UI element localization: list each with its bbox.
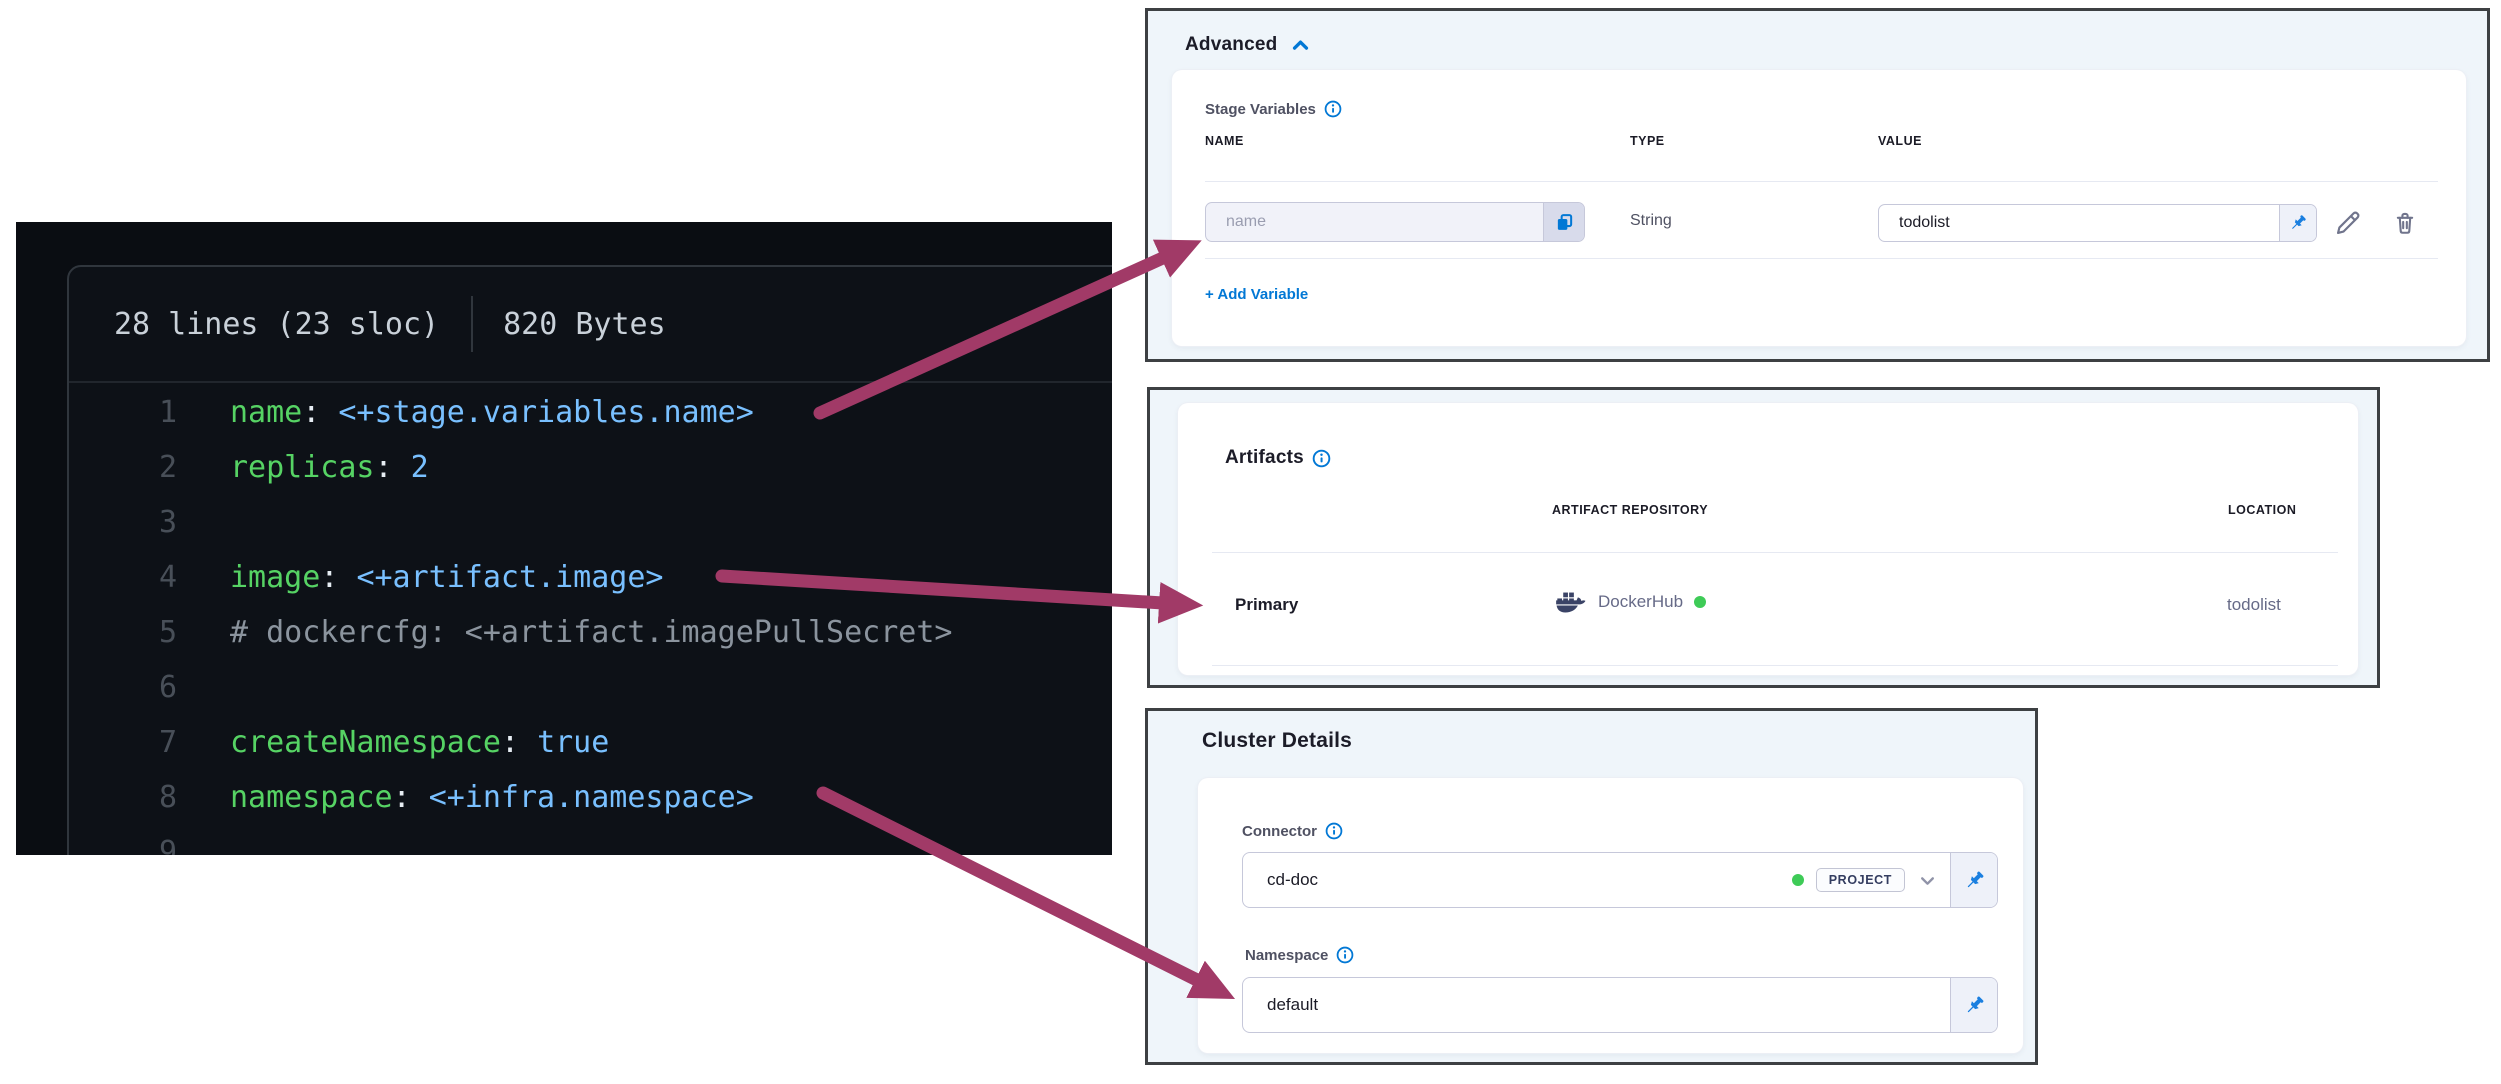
artifacts-title: Artifacts xyxy=(1225,447,1304,468)
stage-variable-value-input[interactable] xyxy=(1878,204,2317,242)
code-line: 8 namespace: <+infra.namespace> xyxy=(69,770,1112,825)
connector-label: Connector xyxy=(1242,822,1317,840)
info-icon[interactable] xyxy=(1312,449,1331,468)
delete-variable-button[interactable] xyxy=(2388,206,2422,240)
namespace-input[interactable] xyxy=(1242,977,1998,1033)
stage-variables-label: Stage Variables xyxy=(1205,100,1316,118)
code-line: 2 replicas: 2 xyxy=(69,440,1112,495)
info-icon[interactable] xyxy=(1324,100,1342,118)
cluster-details-title: Cluster Details xyxy=(1202,729,1353,752)
code-line: 7 createNamespace: true xyxy=(69,715,1112,770)
advanced-title: Advanced xyxy=(1185,34,1278,55)
chevron-down-icon[interactable] xyxy=(1919,872,1936,889)
code-text: name: <+stage.variables.name> xyxy=(230,395,754,430)
advanced-panel: Advanced Stage Variables NAME TYPE VALUE xyxy=(1145,8,2490,362)
artifacts-panel: Artifacts ARTIFACT REPOSITORY LOCATION P… xyxy=(1147,387,2380,688)
line-number: 8 xyxy=(158,780,177,815)
copy-icon[interactable] xyxy=(1543,203,1584,241)
code-line: 5 # dockercfg: <+artifact.imagePullSecret… xyxy=(69,605,1112,660)
cluster-details-panel: Cluster Details Connector PROJECT xyxy=(1145,708,2038,1065)
artifact-location-cell: todolist xyxy=(2227,595,2281,614)
variable-value-field[interactable] xyxy=(1879,205,2279,241)
column-header-type: TYPE xyxy=(1630,134,1665,148)
code-line: 9 xyxy=(69,825,1112,855)
connector-input[interactable]: PROJECT xyxy=(1242,852,1998,908)
line-number: 5 xyxy=(158,615,177,650)
artifacts-card: Artifacts ARTIFACT REPOSITORY LOCATION P… xyxy=(1178,403,2358,675)
namespace-label: Namespace xyxy=(1245,946,1329,964)
line-number: 3 xyxy=(158,505,177,540)
code-text: # dockercfg: <+artifact.imagePullSecret> xyxy=(230,615,953,650)
stage-variables-label-row: Stage Variables xyxy=(1205,100,1342,118)
file-lines-info: 28 lines (23 sloc) xyxy=(114,306,440,342)
column-header-name: NAME xyxy=(1205,134,1244,148)
table-divider xyxy=(1212,665,2338,666)
connector-status-dot xyxy=(1694,596,1707,608)
pin-icon[interactable] xyxy=(1950,853,1997,907)
line-number: 9 xyxy=(158,835,177,855)
connector-label-row: Connector xyxy=(1242,822,1343,840)
variable-name-field[interactable] xyxy=(1206,203,1543,241)
header-separator xyxy=(471,296,474,352)
namespace-label-row: Namespace xyxy=(1245,946,1354,964)
column-header-value: VALUE xyxy=(1878,134,1922,148)
artifacts-title-row: Artifacts xyxy=(1225,447,1331,469)
artifact-row-label: Primary xyxy=(1235,595,1299,614)
line-number: 7 xyxy=(158,725,177,760)
code-line: 4 image: <+artifact.image> xyxy=(69,550,1112,605)
code-text: namespace: <+infra.namespace> xyxy=(230,780,754,815)
code-body: 1 name: <+stage.variables.name> 2 replicas:… xyxy=(69,383,1112,855)
connector-scope-badge[interactable]: PROJECT xyxy=(1815,868,1905,892)
file-size-info: 820 Bytes xyxy=(503,306,666,342)
connector-status-dot xyxy=(1791,874,1804,886)
edit-variable-button[interactable] xyxy=(2330,206,2364,240)
pin-icon[interactable] xyxy=(2279,205,2316,241)
line-number: 4 xyxy=(158,560,177,595)
code-text: image: <+artifact.image> xyxy=(230,560,664,595)
line-number: 6 xyxy=(158,670,177,705)
info-icon[interactable] xyxy=(1336,946,1354,964)
chevron-up-icon[interactable] xyxy=(1291,36,1310,55)
docker-whale-icon xyxy=(1556,589,1587,615)
code-file-header: 28 lines (23 sloc) 820 Bytes xyxy=(69,267,1112,383)
code-viewer-panel: 28 lines (23 sloc) 820 Bytes 1 name: <+st… xyxy=(16,222,1112,855)
code-text: createNamespace: true xyxy=(230,725,610,760)
line-number: 1 xyxy=(158,395,177,430)
stage-variables-card: Stage Variables NAME TYPE VALUE String xyxy=(1172,70,2466,346)
variable-type-text: String xyxy=(1630,212,1672,229)
table-divider xyxy=(1212,552,2338,553)
add-variable-button[interactable]: + Add Variable xyxy=(1205,286,1309,303)
stage-variable-name-input[interactable] xyxy=(1205,202,1585,242)
pin-icon[interactable] xyxy=(1950,978,1997,1032)
row-divider xyxy=(1205,258,2438,259)
code-line: 6 xyxy=(69,660,1112,715)
code-file-card: 28 lines (23 sloc) 820 Bytes 1 name: <+st… xyxy=(67,265,1112,855)
row-divider xyxy=(1205,181,2438,182)
advanced-collapse-header[interactable]: Advanced xyxy=(1185,34,1310,56)
info-icon[interactable] xyxy=(1325,822,1343,840)
column-header-artifact-repository: ARTIFACT REPOSITORY xyxy=(1552,503,1709,517)
cluster-details-card: Connector PROJECT Namespace xyxy=(1198,778,2023,1053)
artifact-repository-cell: DockerHub xyxy=(1556,589,1707,615)
connector-field[interactable] xyxy=(1243,853,1792,907)
code-line: 3 xyxy=(69,495,1112,550)
line-number: 2 xyxy=(158,450,177,485)
column-header-location: LOCATION xyxy=(2228,503,2297,517)
code-text: replicas: 2 xyxy=(230,450,429,485)
namespace-field[interactable] xyxy=(1243,978,1950,1032)
code-line: 1 name: <+stage.variables.name> xyxy=(69,385,1112,440)
artifact-repository-name: DockerHub xyxy=(1598,592,1684,611)
